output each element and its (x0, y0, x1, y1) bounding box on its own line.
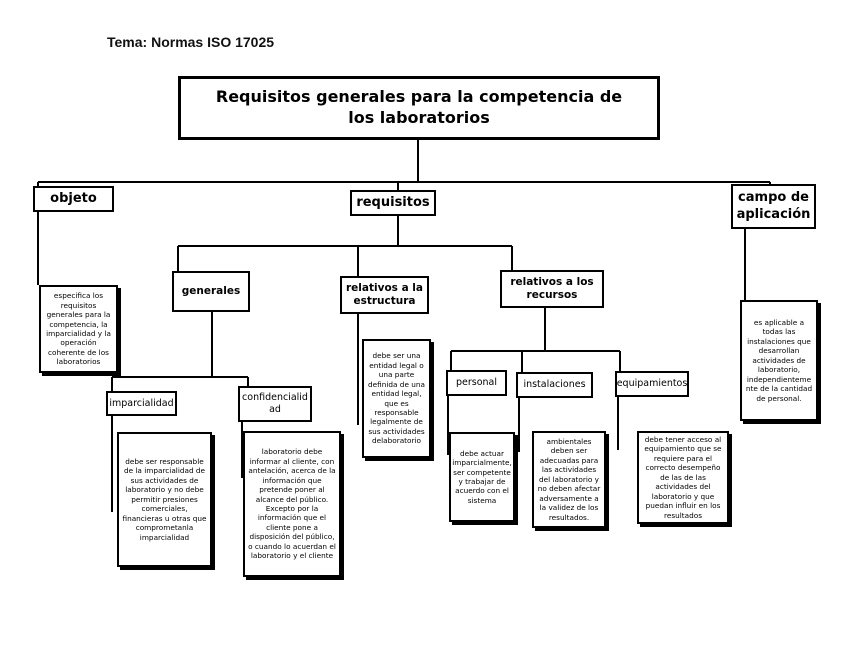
detail-estructura: debe ser una entidad legal o una parte d… (362, 339, 431, 458)
detail-instalaciones: ambientales deben ser adecuadas para las… (532, 431, 606, 528)
node-objeto: objeto (33, 186, 114, 212)
node-estructura: relativos a la estructura (340, 276, 429, 314)
topic-heading: Tema: Normas ISO 17025 (107, 34, 275, 50)
node-instalaciones: instalaciones (516, 372, 593, 398)
node-personal: personal (446, 370, 507, 396)
node-confidencialidad: confidencialid ad (238, 386, 312, 422)
node-requisitos: requisitos (350, 190, 436, 216)
detail-imparcialidad: debe ser responsable de la imparcialidad… (117, 432, 212, 567)
node-equipamientos: equipamientos (615, 371, 689, 397)
detail-confidencialidad: laboratorio debe informar al cliente, co… (243, 431, 341, 577)
node-recursos: relativos a los recursos (500, 270, 604, 308)
detail-objeto: especifica los requisitos generales para… (39, 285, 118, 373)
detail-personal: debe actuar imparcialmente, ser competen… (449, 432, 515, 522)
node-generales: generales (172, 271, 250, 312)
detail-equipamientos: debe tener acceso al equipamiento que se… (637, 431, 729, 524)
root-node: Requisitos generales para la competencia… (178, 76, 660, 140)
node-campo-aplicacion: campo de aplicación (731, 184, 816, 229)
node-imparcialidad: imparcialidad (106, 391, 177, 416)
detail-campo-aplicacion: es aplicable a todas las instalaciones q… (740, 300, 818, 421)
